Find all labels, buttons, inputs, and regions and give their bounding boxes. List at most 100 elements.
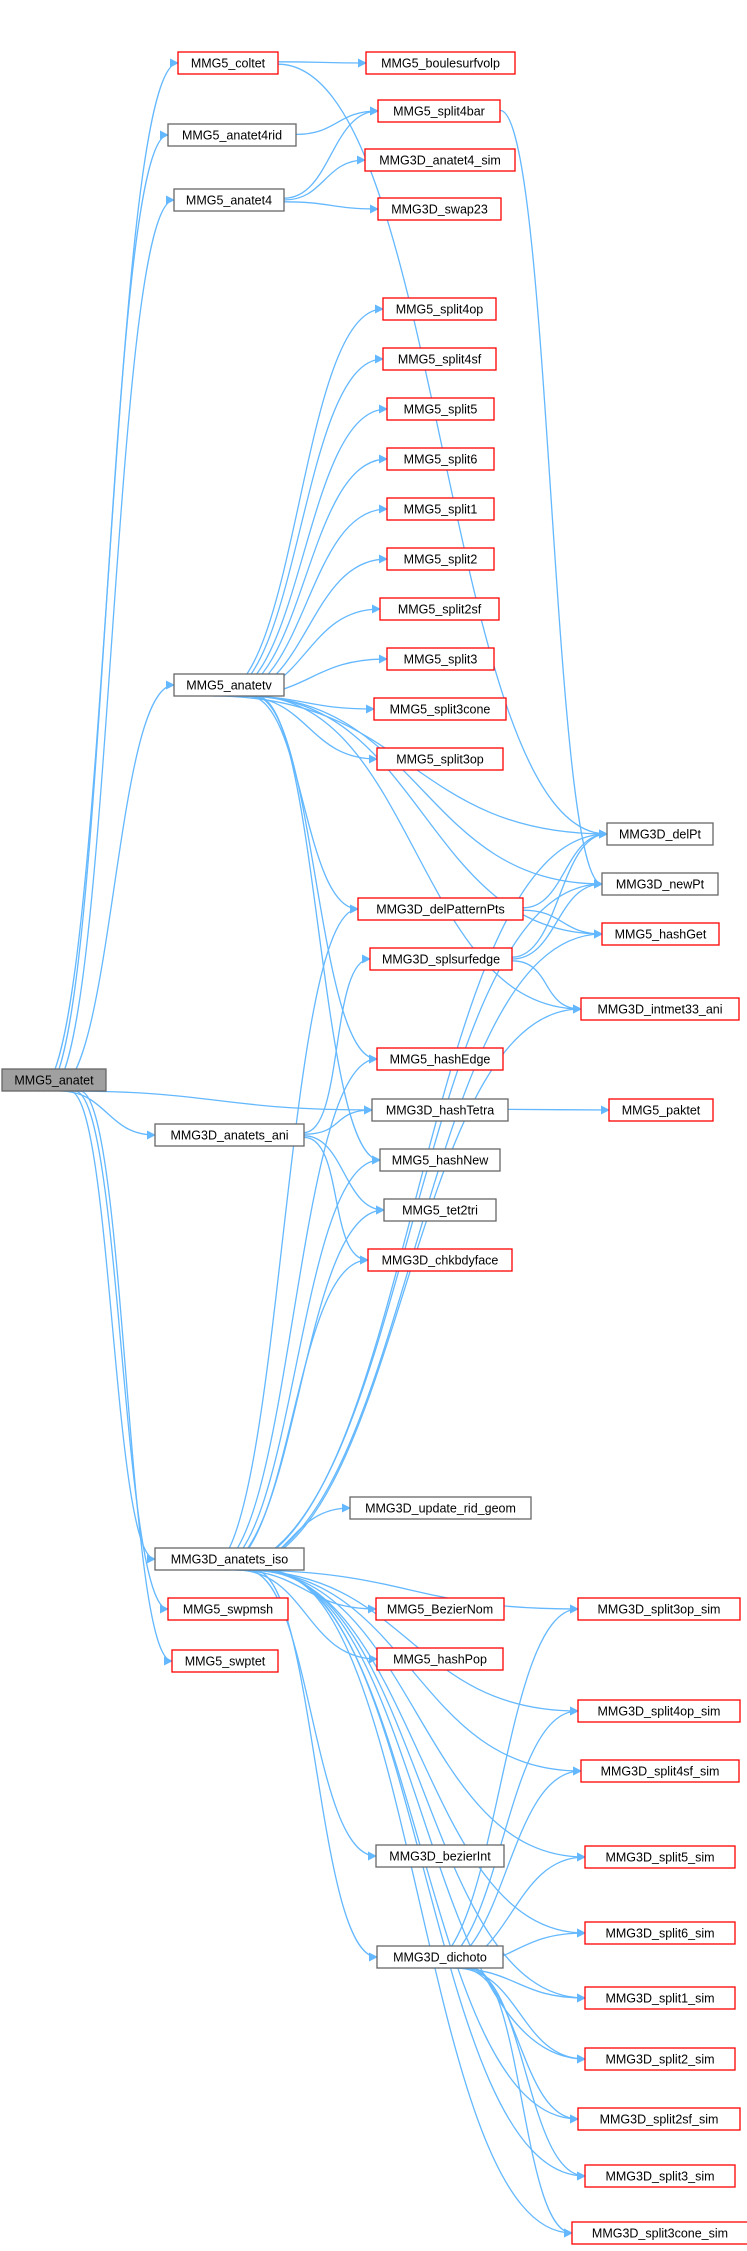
node-split3cone[interactable]: MMG5_split3cone [373, 697, 507, 721]
node-label: MMG3D_split3_sim [605, 2170, 714, 2184]
node-split1[interactable]: MMG5_split1 [386, 497, 495, 521]
edge-anatet4rid-to-split4bar [295, 106, 379, 136]
node-label: MMG3D_split2_sim [605, 2053, 714, 2067]
node-split4sf[interactable]: MMG5_split4sf [382, 347, 497, 371]
node-label: MMG5_split3 [404, 653, 478, 667]
edge-anatets_iso-to-split1_sim [256, 1569, 586, 2003]
node-box [584, 1921, 736, 1945]
node-label: MMG5_anatetv [186, 679, 272, 693]
node-label: MMG5_split3cone [390, 703, 491, 717]
node-label: MMG5_split2sf [398, 603, 482, 617]
node-split3op_sim[interactable]: MMG3D_split3op_sim [577, 1597, 741, 1621]
edge-anatets_iso-to-chkbdyface [217, 1255, 369, 1571]
node-box [379, 1148, 501, 1172]
node-split4bar[interactable]: MMG5_split4bar [377, 99, 501, 123]
node-label: MMG5_swptet [185, 1655, 266, 1669]
node-split2_sim[interactable]: MMG3D_split2_sim [584, 2047, 736, 2071]
node-box [373, 697, 507, 721]
node-anatets_ani[interactable]: MMG3D_anatets_ani [154, 1123, 305, 1147]
node-label: MMG5_boulesurfvolp [381, 57, 500, 71]
edge-anatets_iso-to-split4op_sim [240, 1569, 579, 1716]
edge-anatets_ani-to-splsurfedge [303, 954, 371, 1134]
node-anatet4[interactable]: MMG5_anatet4 [173, 188, 285, 212]
node-split1_sim[interactable]: MMG3D_split1_sim [584, 1986, 736, 2010]
node-label: MMG3D_anatets_iso [171, 1553, 288, 1567]
node-split4op[interactable]: MMG5_split4op [382, 297, 497, 321]
node-box [379, 597, 500, 621]
node-split6_sim[interactable]: MMG3D_split6_sim [584, 1921, 736, 1945]
node-box [349, 1496, 532, 1520]
node-label: MMG3D_newPt [616, 878, 705, 892]
node-split4op_sim[interactable]: MMG3D_split4op_sim [577, 1699, 741, 1723]
edge-anatetv-to-intmet33_ani [250, 695, 582, 1014]
node-hashNew[interactable]: MMG5_hashNew [379, 1148, 501, 1172]
edge-splsurfedge-to-delPt [511, 829, 608, 958]
edge-anatets_ani-to-tet2tri [303, 1135, 385, 1215]
node-delPt[interactable]: MMG3D_delPt [606, 822, 714, 846]
node-bezierInt[interactable]: MMG3D_bezierInt [375, 1844, 505, 1868]
node-label: MMG3D_hashTetra [386, 1104, 494, 1118]
node-BezierNom[interactable]: MMG5_BezierNom [375, 1597, 505, 1621]
node-box [580, 997, 740, 1021]
node-split4sf_sim[interactable]: MMG3D_split4sf_sim [580, 1759, 740, 1783]
node-label: MMG3D_split6_sim [605, 1927, 714, 1941]
node-anatet[interactable]: MMG5_anatet [1, 1068, 107, 1092]
node-label: MMG5_split2 [404, 553, 478, 567]
node-box [383, 1198, 497, 1222]
edge-dichoto-to-split3_sim [465, 1967, 586, 2181]
node-split3cone_sim[interactable]: MMG3D_split3cone_sim [571, 2221, 747, 2245]
node-anatets_iso[interactable]: MMG3D_anatets_iso [154, 1547, 305, 1571]
node-box [167, 1597, 289, 1621]
node-split5_sim[interactable]: MMG3D_split5_sim [584, 1845, 736, 1869]
node-split2sf[interactable]: MMG5_split2sf [379, 597, 500, 621]
node-label: MMG3D_delPt [619, 828, 701, 842]
node-box [377, 197, 502, 221]
node-hashGet[interactable]: MMG5_hashGet [601, 922, 720, 946]
node-update_rid_geom[interactable]: MMG3D_update_rid_geom [349, 1496, 532, 1520]
edge-dichoto-to-split2sf_sim [460, 1967, 579, 2124]
node-intmet33_ani[interactable]: MMG3D_intmet33_ani [580, 997, 740, 1021]
node-split5[interactable]: MMG5_split5 [386, 397, 495, 421]
node-label: MMG5_hashGet [615, 928, 707, 942]
node-swptet[interactable]: MMG5_swptet [171, 1649, 279, 1673]
node-swap23[interactable]: MMG3D_swap23 [377, 197, 502, 221]
node-split2[interactable]: MMG5_split2 [386, 547, 495, 571]
node-label: MMG3D_split3op_sim [598, 1603, 721, 1617]
node-delPatternPts[interactable]: MMG3D_delPatternPts [357, 897, 524, 921]
node-paktet[interactable]: MMG5_paktet [608, 1098, 714, 1122]
node-label: MMG5_anatet [14, 1074, 94, 1088]
node-anatet4_sim[interactable]: MMG3D_anatet4_sim [364, 148, 516, 172]
node-anatetv[interactable]: MMG5_anatetv [173, 673, 285, 697]
node-label: MMG5_split4op [396, 303, 484, 317]
node-anatet4rid[interactable]: MMG5_anatet4rid [167, 123, 297, 147]
node-split3_sim[interactable]: MMG3D_split3_sim [584, 2164, 736, 2188]
edge-delPatternPts-to-hashGet [522, 909, 603, 939]
edge-anatets_iso-to-dichoto [253, 1569, 378, 1962]
node-chkbdyface[interactable]: MMG3D_chkbdyface [367, 1248, 513, 1272]
node-box [376, 1945, 504, 1969]
node-box [154, 1547, 305, 1571]
node-coltet[interactable]: MMG5_coltet [177, 51, 279, 75]
edge-split4bar-to-newPt [499, 109, 603, 889]
node-box [375, 1844, 505, 1868]
node-label: MMG3D_anatets_ani [170, 1129, 288, 1143]
node-hashEdge[interactable]: MMG5_hashEdge [376, 1047, 504, 1071]
edge-anatet4-to-split4bar [283, 106, 379, 199]
node-tet2tri[interactable]: MMG5_tet2tri [383, 1198, 497, 1222]
node-dichoto[interactable]: MMG3D_dichoto [376, 1945, 504, 1969]
node-split3[interactable]: MMG5_split3 [386, 647, 495, 671]
node-split3op[interactable]: MMG5_split3op [376, 747, 504, 771]
node-split6[interactable]: MMG5_split6 [386, 447, 495, 471]
node-box [171, 1649, 279, 1673]
node-label: MMG5_split1 [404, 503, 478, 517]
node-swpmsh[interactable]: MMG5_swpmsh [167, 1597, 289, 1621]
node-hashTetra[interactable]: MMG3D_hashTetra [371, 1098, 509, 1122]
node-box [369, 947, 513, 971]
node-label: MMG3D_delPatternPts [376, 903, 505, 917]
node-hashPop[interactable]: MMG5_hashPop [376, 1647, 504, 1671]
node-splsurfedge[interactable]: MMG3D_splsurfedge [369, 947, 513, 971]
node-newPt[interactable]: MMG3D_newPt [601, 872, 719, 896]
node-split2sf_sim[interactable]: MMG3D_split2sf_sim [577, 2107, 741, 2131]
node-box [173, 188, 285, 212]
node-boulesurfvolp[interactable]: MMG5_boulesurfvolp [365, 51, 516, 75]
